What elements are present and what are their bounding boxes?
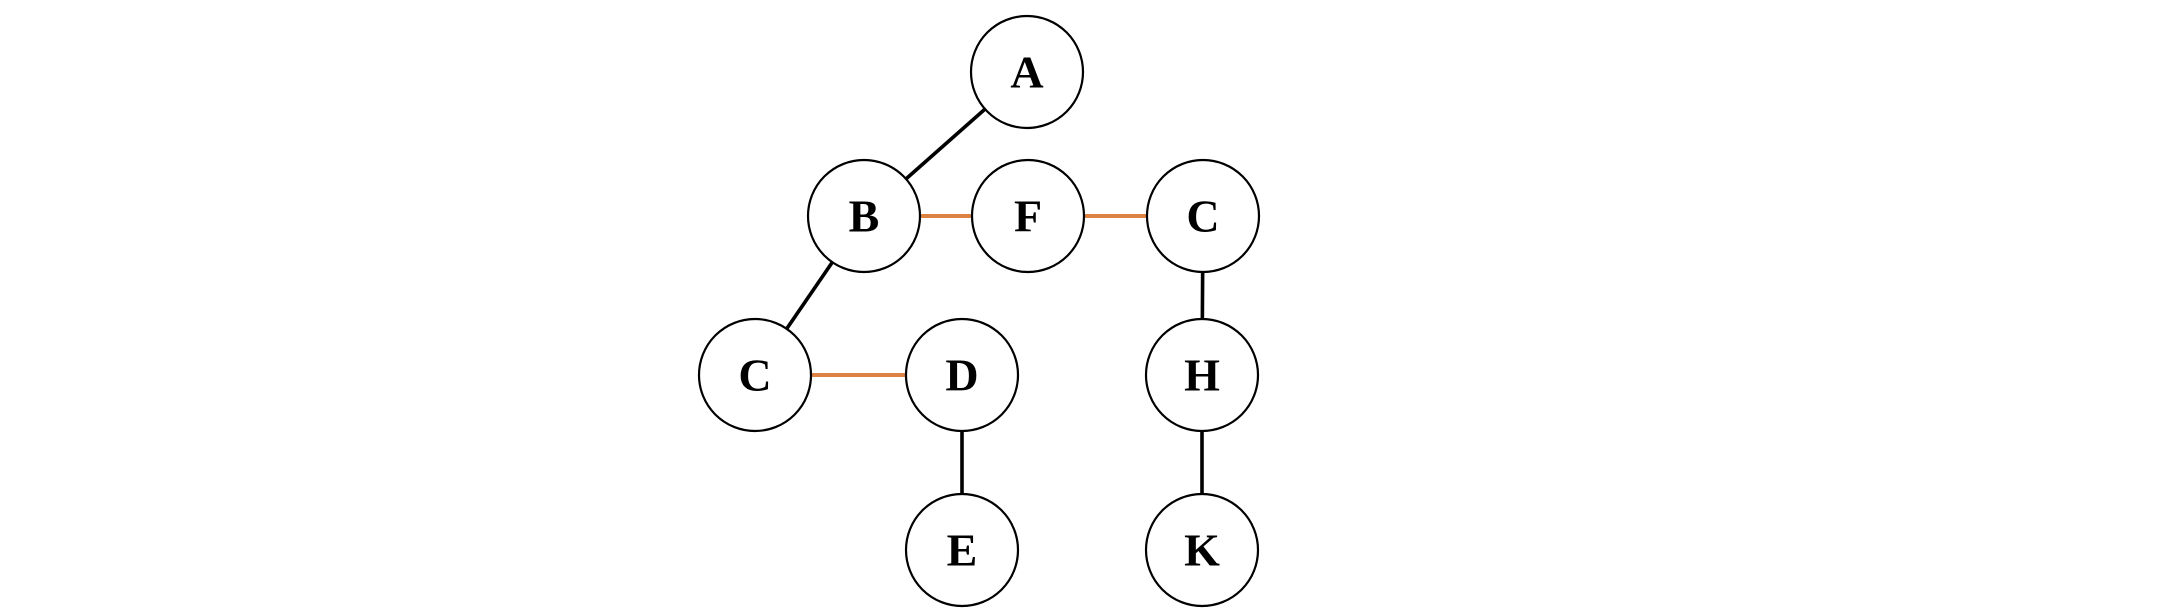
- node-circle-K: [1144, 492, 1260, 608]
- node-circle-E: [904, 492, 1020, 608]
- node-circle-C2: [1145, 158, 1261, 274]
- node-label-H: H: [1184, 350, 1220, 401]
- node-label-A: A: [1010, 47, 1043, 98]
- node-K: K: [1144, 492, 1260, 608]
- node-label-C2: C: [1186, 191, 1219, 242]
- node-circle-B: [806, 158, 922, 274]
- node-circle-A: [969, 14, 1085, 130]
- node-circle-H: [1144, 317, 1260, 433]
- node-circle-C1: [697, 317, 813, 433]
- node-F: F: [970, 158, 1086, 274]
- node-B: B: [806, 158, 922, 274]
- node-label-E: E: [947, 525, 978, 576]
- node-D: D: [904, 317, 1020, 433]
- edge-layer: [753, 70, 1205, 550]
- node-C1: C: [697, 317, 813, 433]
- node-circle-F: [970, 158, 1086, 274]
- node-label-D: D: [945, 350, 978, 401]
- node-label-B: B: [849, 191, 880, 242]
- node-C2: C: [1145, 158, 1261, 274]
- node-label-F: F: [1014, 191, 1042, 242]
- node-E: E: [904, 492, 1020, 608]
- node-label-K: K: [1184, 525, 1220, 576]
- node-H: H: [1144, 317, 1260, 433]
- node-layer: A B F C C D H E K: [697, 14, 1261, 608]
- node-label-C1: C: [738, 350, 771, 401]
- node-A: A: [969, 14, 1085, 130]
- node-circle-D: [904, 317, 1020, 433]
